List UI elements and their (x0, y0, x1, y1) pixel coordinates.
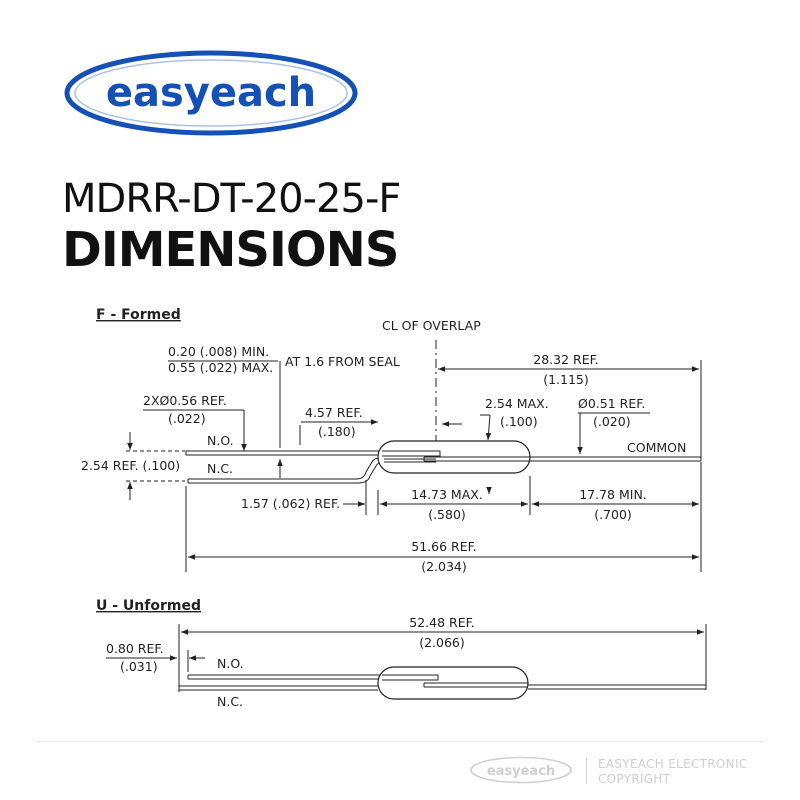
lead-dia-inch: (.022) (168, 411, 206, 426)
lead-min-inch: (.700) (594, 507, 632, 522)
easyeach-logo: easyeach (64, 50, 358, 136)
no-label: N.O. (207, 433, 234, 448)
bend-label: 1.57 (.062) REF. (241, 496, 340, 511)
glass-max-inch: (.580) (428, 507, 466, 522)
gap-max-label: 0.55 (.022) MAX. (168, 360, 273, 375)
cl-overlap-label: CL OF OVERLAP (382, 318, 481, 333)
offset-label: 0.80 REF. (106, 641, 164, 656)
no-lead (185, 450, 382, 456)
dimension-drawing: F - Formed CL OF OVERLAP 0.20 (.008) MIN… (81, 307, 707, 709)
footer-line1: EASYEACH ELECTRONIC (598, 757, 748, 771)
offset-inch: (.031) (120, 659, 158, 674)
footer-copyright: EASYEACH ELECTRONIC COPYRIGHT (598, 757, 747, 787)
glass-max-label: 14.73 MAX. (411, 487, 483, 502)
part-number: MDRR-DT-20-25-F (62, 176, 401, 222)
unformed-section-title: U - Unformed (96, 598, 201, 614)
footer-logo-text: easyeach (487, 764, 555, 779)
nc-label: N.C. (207, 461, 233, 476)
common-dia-label: Ø0.51 REF. (578, 396, 645, 411)
overall-label: 51.66 REF. (411, 539, 477, 554)
overlap-max-label: 2.54 MAX. (485, 396, 549, 411)
unformed-overall-label: 52.48 REF. (409, 615, 475, 630)
common-dia-inch: (.020) (593, 414, 631, 429)
overall-right-inch: (1.115) (543, 372, 589, 387)
pitch-label: 2.54 REF. (.100) (81, 458, 180, 473)
unformed-no-label: N.O. (217, 656, 244, 671)
footer-divider-line (36, 741, 764, 742)
logo-text: easyeach (106, 70, 316, 116)
gap-min-label: 0.20 (.008) MIN. (168, 344, 269, 359)
common-label: COMMON (627, 440, 686, 455)
unformed-nc-lead (178, 685, 378, 691)
unformed-nc-label: N.C. (217, 694, 243, 709)
footer-separator (586, 758, 587, 784)
form-len-label: 4.57 REF. (305, 405, 363, 420)
unformed-no-lead (187, 674, 382, 680)
common-lead (530, 456, 702, 462)
overall-right-label: 28.32 REF. (533, 352, 599, 367)
footer-logo: easyeach (470, 756, 572, 784)
unformed-overall-inch: (2.066) (419, 635, 465, 650)
footer-line2: COPYRIGHT (598, 772, 671, 786)
lead-dia-label: 2XØ0.56 REF. (143, 393, 227, 408)
lead-min-label: 17.78 MIN. (579, 487, 647, 502)
page-heading: DIMENSIONS (62, 222, 399, 278)
overall-inch: (2.034) (421, 559, 467, 574)
gap-note-label: AT 1.6 FROM SEAL (285, 354, 400, 369)
formed-section-title: F - Formed (96, 307, 181, 323)
overlap-max-inch: (.100) (500, 414, 538, 429)
form-len-inch: (.180) (318, 424, 356, 439)
